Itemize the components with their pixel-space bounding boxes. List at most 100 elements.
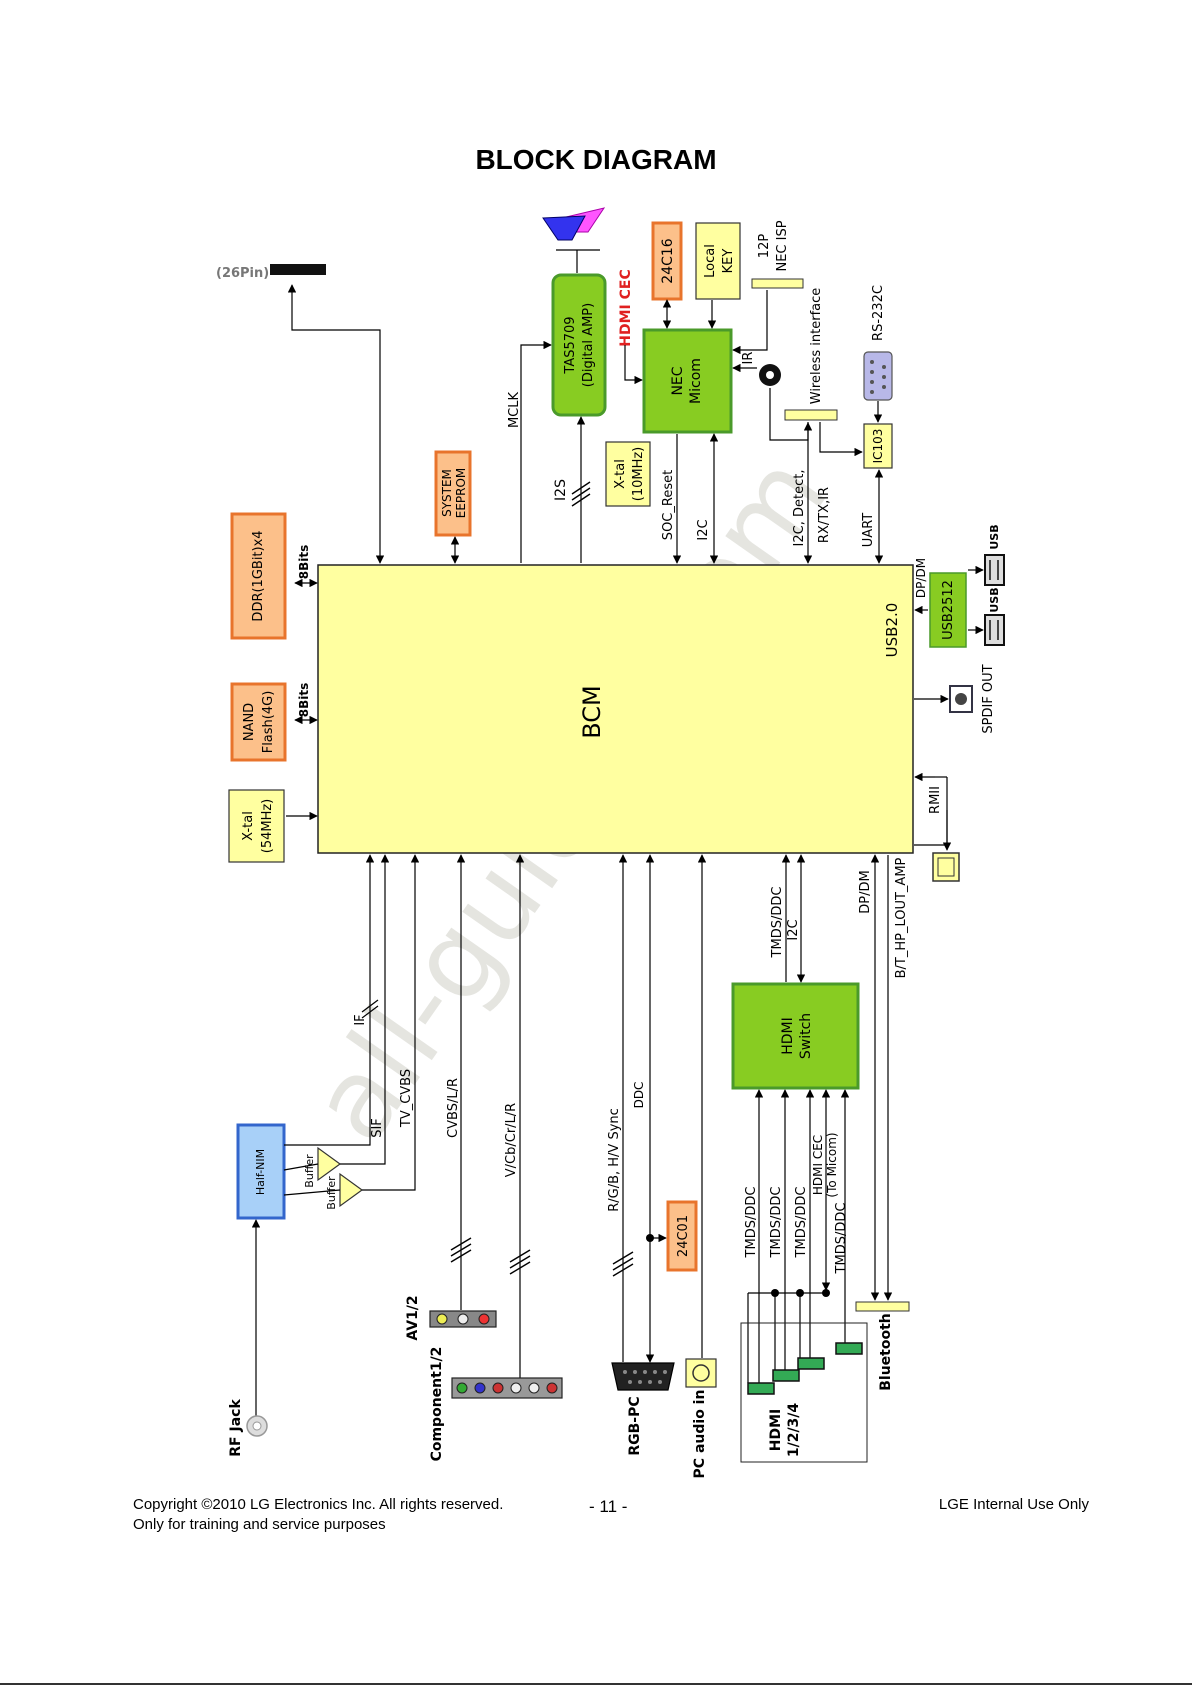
xtal54-block: X-tal (54MHz) bbox=[228, 789, 285, 863]
ic103-label: IC103 bbox=[871, 429, 885, 464]
rgb-sync-label: R/G/B, H/V Sync bbox=[607, 1108, 622, 1212]
rgb-pc-label: RGB-PC bbox=[627, 1396, 643, 1455]
vga-connector-icon bbox=[611, 1362, 675, 1391]
nec-label-1: NEC bbox=[670, 366, 686, 395]
ir-label: IR bbox=[741, 352, 756, 365]
mclk-label: MCLK bbox=[507, 391, 522, 428]
usb-port-a-icon bbox=[984, 554, 1005, 586]
tas-label-2: (Digital AMP) bbox=[581, 303, 596, 387]
xtal54-label-1: X-tal bbox=[241, 811, 256, 841]
xtal54-label-2: (54MHz) bbox=[260, 799, 275, 854]
nand-label-2: Flash(4G) bbox=[261, 691, 276, 754]
i2s-label: I2S bbox=[553, 479, 569, 501]
cvbs-lr-label: CVBS/L/R bbox=[446, 1078, 461, 1138]
ddc-label: DDC bbox=[632, 1082, 646, 1109]
eeprom-block: SYSTEM EEPROM bbox=[434, 450, 472, 537]
buffer2-label: Buffer bbox=[325, 1176, 338, 1210]
bottom-rule bbox=[0, 1683, 1192, 1685]
buffer1-label: Buffer bbox=[303, 1154, 316, 1188]
bluetooth-label: Bluetooth bbox=[878, 1313, 894, 1391]
uart-label: UART bbox=[861, 513, 876, 547]
cvbs-bus-hatch bbox=[450, 1237, 472, 1263]
bits8-a: 8Bits bbox=[297, 545, 311, 580]
spdif-label: SPDIF OUT bbox=[981, 664, 996, 733]
hdmi-cec-micom-label-1: HDMI CEC bbox=[811, 1135, 825, 1195]
page-title: BLOCK DIAGRAM bbox=[475, 144, 717, 175]
ethernet-port-icon bbox=[932, 852, 960, 882]
halfnim-block: Half-NIM bbox=[236, 1123, 286, 1220]
connector-26pin: (26Pin) bbox=[216, 264, 326, 281]
wireless-connector: Wireless interface bbox=[784, 288, 838, 421]
bcm-label: BCM bbox=[578, 685, 606, 739]
footer-internal: LGE Internal Use Only bbox=[938, 1496, 1089, 1513]
rf-jack-icon bbox=[246, 1415, 268, 1437]
tmds3-label: TMDS/DDC bbox=[794, 1187, 809, 1259]
rs232c-connector-icon: RS-232C bbox=[863, 285, 893, 401]
xtal10-label-1: X-tal bbox=[613, 459, 628, 489]
usb20-label: USB2.0 bbox=[883, 603, 901, 658]
pin26-label: (26Pin) bbox=[216, 266, 269, 281]
halfnim-label: Half-NIM bbox=[254, 1149, 267, 1195]
nand-label-1: NAND bbox=[242, 703, 257, 741]
hdmi-switch-label-2: Switch bbox=[798, 1013, 814, 1059]
hdmi1234-label-2: 1/2/3/4 bbox=[786, 1403, 802, 1458]
wireless-label: Wireless interface bbox=[809, 288, 824, 405]
rf-jack-label: RF Jack bbox=[228, 1399, 244, 1457]
i2c-detect-label: I2C, Detect, bbox=[792, 470, 807, 547]
pc-audio-jack-icon bbox=[685, 1358, 717, 1388]
hdmi-switch-label-1: HDMI bbox=[780, 1017, 796, 1055]
usb2512-block: USB2512 bbox=[929, 572, 967, 648]
sif-label: SIF bbox=[370, 1118, 385, 1138]
necisp-label-2: NEC ISP bbox=[775, 220, 790, 271]
24c01-label: 24C01 bbox=[676, 1215, 691, 1257]
ddr-label: DDR(1GBit)x4 bbox=[251, 530, 266, 621]
tas-label-1: TAS5709 bbox=[563, 316, 578, 374]
hdmi-cec-red-label: HDMI CEC bbox=[618, 269, 634, 346]
rgb-bus-hatch bbox=[612, 1251, 634, 1277]
usb2512-label: USB2512 bbox=[941, 580, 956, 640]
hdmi-cec-micom-label-2: (To Micom) bbox=[825, 1132, 839, 1197]
usb-b-label: USB bbox=[988, 587, 1001, 612]
component-jack-icon bbox=[451, 1377, 563, 1399]
hdmi1234-label-1: HDMI bbox=[768, 1409, 784, 1451]
eeprom-label-1: SYSTEM bbox=[440, 469, 454, 517]
rxtxir-label: RX/TX,IR bbox=[817, 487, 832, 543]
rmii-label: RMII bbox=[928, 786, 943, 814]
ir-receiver-icon bbox=[759, 364, 781, 386]
buffer-2: Buffer bbox=[325, 1172, 364, 1210]
component-bus-hatch bbox=[509, 1249, 531, 1275]
24c16-block: 24C16 bbox=[651, 221, 683, 301]
rs232c-label: RS-232C bbox=[871, 285, 886, 341]
dpdm-right-label: DP/DM bbox=[914, 558, 928, 598]
necisp-label-1: 12P bbox=[757, 234, 772, 259]
usb-a-label: USB bbox=[988, 524, 1001, 549]
xtal10-label-2: (10MHz) bbox=[631, 447, 646, 502]
av-jack-icon bbox=[429, 1310, 497, 1328]
nec-isp-connector: 12P NEC ISP bbox=[751, 220, 804, 289]
tmds4-label: TMDS/DDC bbox=[834, 1203, 849, 1275]
speaker-icon bbox=[542, 207, 606, 273]
nec-micom-block: NEC Micom bbox=[642, 328, 733, 434]
bcm-block: BCM USB2.0 bbox=[317, 564, 914, 854]
bluetooth-connector bbox=[855, 1301, 910, 1312]
soc-reset-label: SOC_Reset bbox=[661, 470, 676, 540]
component12-label: Component1/2 bbox=[429, 1347, 445, 1462]
if-label: IF bbox=[353, 1014, 368, 1025]
pc-audio-label: PC audio in bbox=[692, 1390, 708, 1479]
av12-label: AV1/2 bbox=[405, 1295, 421, 1340]
tmds1-label: TMDS/DDC bbox=[744, 1187, 759, 1259]
hdmi-ports-group bbox=[740, 1322, 868, 1463]
dpdm-bottom-label: DP/DM bbox=[858, 870, 873, 913]
footer-copyright: Copyright ©2010 LG Electronics Inc. All … bbox=[133, 1496, 504, 1513]
bt-hp-label: B/T_HP_LOUT_AMP bbox=[894, 857, 909, 978]
if-bus-hatch bbox=[361, 999, 379, 1019]
24c01-block: 24C01 bbox=[666, 1200, 698, 1272]
hdmi-switch-block: HDMI Switch bbox=[731, 982, 860, 1090]
i2c-bottom-label: I2C bbox=[786, 919, 801, 940]
ddr-block: DDR(1GBit)x4 bbox=[230, 512, 287, 640]
nand-block: NAND Flash(4G) bbox=[230, 682, 287, 762]
eeprom-label-2: EEPROM bbox=[454, 468, 468, 519]
spdif-jack-icon bbox=[949, 685, 973, 713]
